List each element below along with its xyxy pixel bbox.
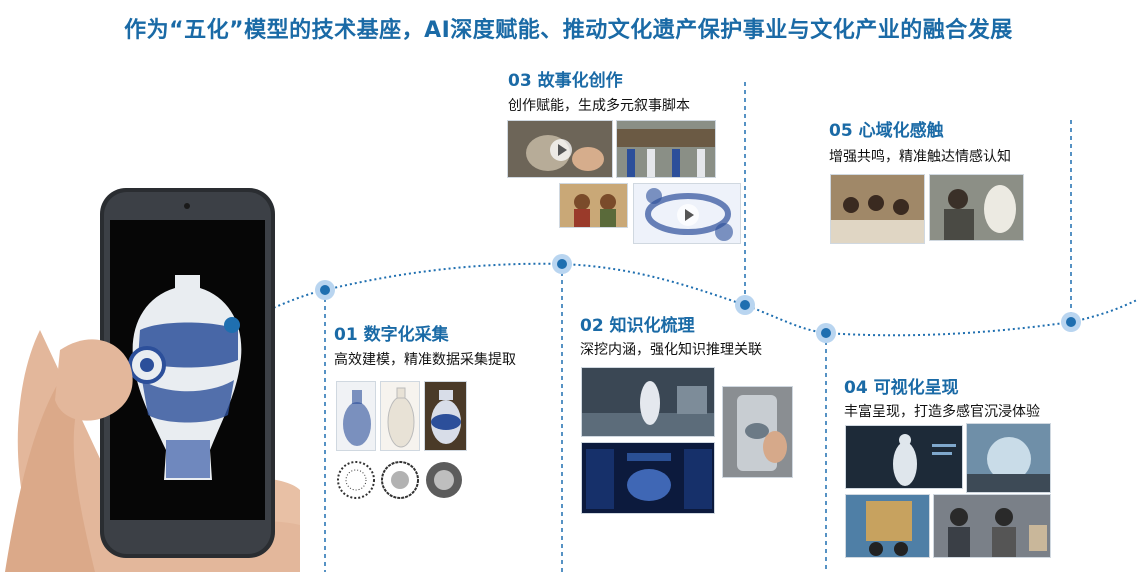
- stage-05-title: 05 心域化感触: [829, 121, 944, 141]
- vase-photo-1: [336, 381, 376, 451]
- mobile-app-photo: [722, 386, 793, 478]
- painting-photo: [559, 183, 628, 228]
- pattern-rubbing-1: [336, 460, 376, 500]
- phone-hand-illustration: [5, 188, 300, 572]
- flow-curve: [231, 262, 1137, 337]
- page-title: 作为“五化”模型的技术基座，AI深度赋能、推动文化遗产保护事业与文化产业的融合发…: [124, 18, 1013, 43]
- stage-03-title: 03 故事化创作: [508, 71, 623, 91]
- digital-figure-display: [845, 425, 963, 489]
- play-icon[interactable]: [677, 204, 699, 226]
- stage-02-title: 02 知识化梳理: [580, 316, 695, 336]
- stage-01-desc: 高效建模，精准数据采集提取: [334, 352, 516, 368]
- knowledge-dashboard-photo: [581, 442, 715, 514]
- node-04: [816, 323, 836, 343]
- vase-photo-3: [424, 381, 467, 451]
- stage-03-desc: 创作赋能，生成多元叙事脚本: [508, 98, 690, 114]
- node-05: [1061, 312, 1081, 332]
- stage-04-desc: 丰富呈现，打造多感官沉浸体验: [844, 404, 1040, 420]
- pattern-rubbing-2: [380, 460, 420, 500]
- museum-display-photo: [581, 367, 715, 437]
- play-icon[interactable]: [550, 139, 572, 161]
- audience-workshop-photo: [830, 174, 925, 244]
- pattern-rubbing-3: [424, 460, 464, 500]
- stage-02-desc: 深挖内涵，强化知识推理关联: [580, 342, 762, 358]
- porcelain-animation-thumb: [633, 183, 741, 244]
- vr-experience-photo: [933, 494, 1051, 558]
- craftsman-photo: [929, 174, 1024, 241]
- stage-01-title: 01 数字化采集: [334, 325, 449, 345]
- stage-05-desc: 增强共鸣，精准触达情感认知: [829, 149, 1011, 165]
- interactive-screen-photo: [845, 494, 930, 558]
- node-03: [735, 295, 755, 315]
- vase-photo-2: [380, 381, 420, 451]
- pottery-video-thumb: [507, 120, 613, 178]
- exhibition-hall-photo: [966, 423, 1051, 493]
- street-scene-photo: [616, 120, 716, 178]
- stage-04-title: 04 可视化呈现: [844, 378, 959, 398]
- node-01: [315, 280, 335, 300]
- node-02: [552, 254, 572, 274]
